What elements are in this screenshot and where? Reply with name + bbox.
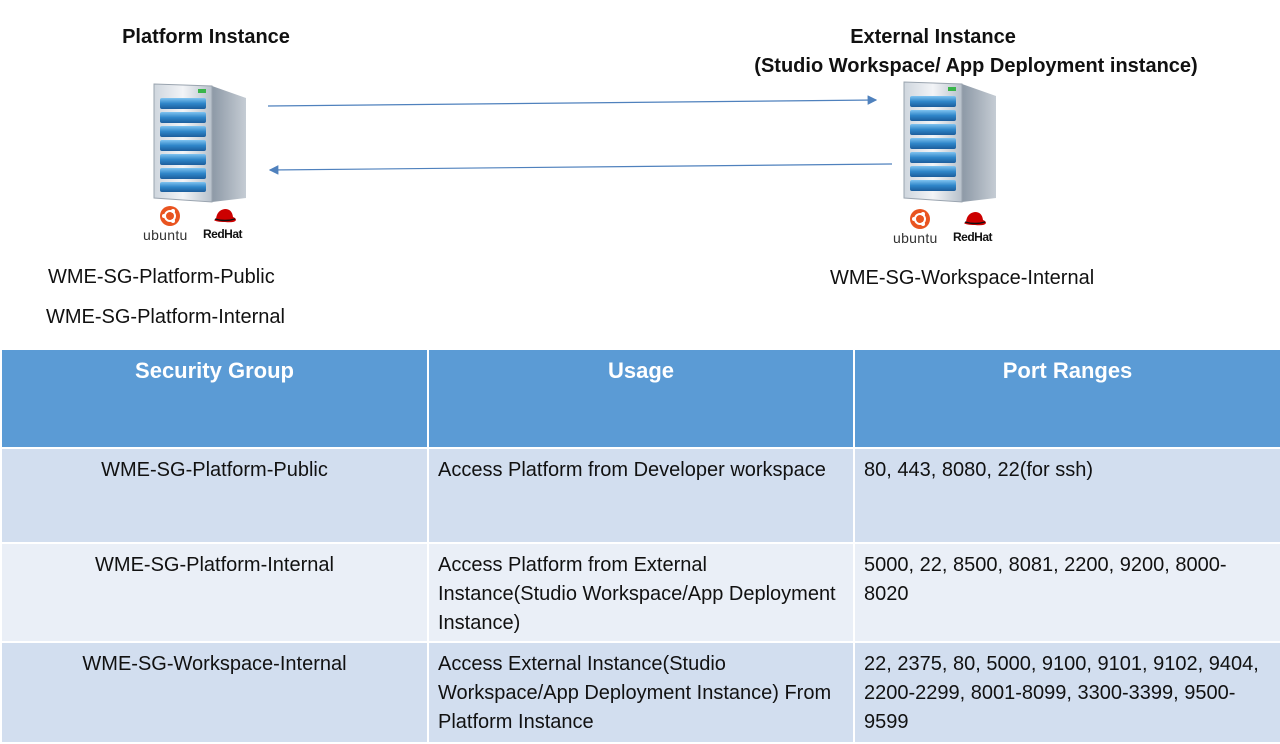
ubuntu-logo-text: ubuntu bbox=[143, 227, 188, 243]
platform-sg-internal-label: WME-SG-Platform-Internal bbox=[46, 306, 285, 328]
port-ranges-cell: 22, 2375, 80, 5000, 9100, 9101, 9102, 94… bbox=[853, 641, 1280, 744]
security-group-cell: WME-SG-Platform-Public bbox=[0, 447, 429, 544]
ubuntu-logo-text: ubuntu bbox=[893, 230, 938, 246]
external-instance-subtitle: (Studio Workspace/ App Deployment instan… bbox=[754, 55, 1198, 77]
table-row: WME-SG-Platform-Public Access Platform f… bbox=[0, 447, 1280, 544]
table-header-row: Security Group Usage Port Ranges bbox=[0, 348, 1280, 449]
redhat-logo-icon bbox=[964, 212, 986, 226]
arrow-external-to-platform bbox=[268, 163, 893, 175]
ubuntu-logo-icon bbox=[910, 209, 930, 229]
ubuntu-logo-icon bbox=[160, 206, 180, 226]
platform-sg-public-label: WME-SG-Platform-Public bbox=[48, 266, 275, 288]
redhat-logo-text: RedHat bbox=[953, 230, 993, 244]
column-header-security-group: Security Group bbox=[0, 348, 429, 449]
arrow-platform-to-external bbox=[267, 95, 878, 107]
external-instance-title: External Instance bbox=[850, 26, 1016, 48]
external-sg-internal-label: WME-SG-Workspace-Internal bbox=[830, 267, 1095, 289]
security-group-table: Security Group Usage Port Ranges WME-SG-… bbox=[0, 348, 1280, 744]
table-row: WME-SG-Workspace-Internal Access Externa… bbox=[0, 641, 1280, 744]
port-ranges-cell: 5000, 22, 8500, 8081, 2200, 9200, 8000-8… bbox=[853, 542, 1280, 643]
external-server-icon bbox=[903, 81, 996, 203]
usage-cell: Access Platform from External Instance(S… bbox=[427, 542, 855, 643]
security-group-cell: WME-SG-Platform-Internal bbox=[0, 542, 429, 643]
security-group-cell: WME-SG-Workspace-Internal bbox=[0, 641, 429, 744]
column-header-port-ranges: Port Ranges bbox=[853, 348, 1280, 449]
redhat-logo-icon bbox=[214, 209, 236, 223]
table-row: WME-SG-Platform-Internal Access Platform… bbox=[0, 542, 1280, 643]
platform-os-logos: ubuntu RedHat bbox=[143, 205, 253, 245]
redhat-logo-text: RedHat bbox=[203, 227, 243, 241]
external-os-logos: ubuntu RedHat bbox=[893, 208, 1003, 248]
column-header-usage: Usage bbox=[427, 348, 855, 449]
usage-cell: Access Platform from Developer workspace bbox=[427, 447, 855, 544]
platform-instance-title: Platform Instance bbox=[122, 26, 290, 48]
connection-arrows bbox=[267, 95, 893, 175]
port-ranges-cell: 80, 443, 8080, 22(for ssh) bbox=[853, 447, 1280, 544]
platform-server-icon bbox=[153, 83, 246, 203]
usage-cell: Access External Instance(Studio Workspac… bbox=[427, 641, 855, 744]
